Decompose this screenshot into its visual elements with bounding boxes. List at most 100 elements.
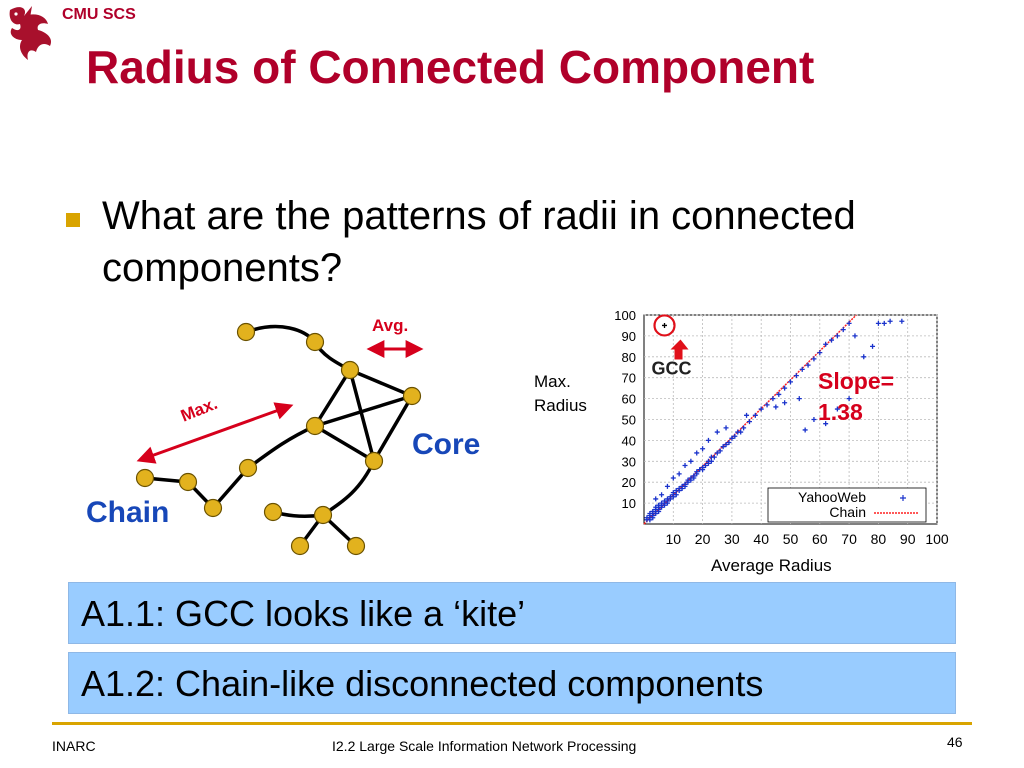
graph-edge xyxy=(313,368,352,428)
chart-point xyxy=(802,427,808,433)
chart-point xyxy=(823,341,829,347)
chart-point xyxy=(700,465,706,471)
header-label: CMU SCS xyxy=(62,6,136,23)
chart-y-tick-label: 60 xyxy=(622,392,636,407)
chart-point xyxy=(746,419,752,425)
chart-point xyxy=(875,320,881,326)
chart-x-tick-label: 20 xyxy=(695,531,711,547)
graph-edge xyxy=(348,368,414,398)
chart-point xyxy=(670,490,676,496)
chart-point xyxy=(805,362,811,368)
graph-node xyxy=(203,498,223,518)
bullet-square-icon xyxy=(66,213,80,227)
chart-point xyxy=(711,454,717,460)
chart-point xyxy=(834,406,840,412)
chart-point xyxy=(670,475,676,481)
chart-x-tick-label: 30 xyxy=(724,531,740,547)
footer-divider xyxy=(52,722,972,725)
chart-gcc-point xyxy=(662,322,668,328)
chart-point xyxy=(811,417,817,422)
graph-node xyxy=(340,360,360,380)
chart-point xyxy=(694,469,700,475)
chart-point xyxy=(708,458,714,464)
chart-point xyxy=(744,412,750,418)
chart-point xyxy=(782,385,788,391)
chart-x-tick-label: 70 xyxy=(841,531,857,547)
chart-point xyxy=(694,450,700,456)
chart-y-tick-label: 30 xyxy=(622,454,636,469)
chart-x-tick-label: 60 xyxy=(812,531,828,547)
graph-edge xyxy=(321,459,376,517)
chart-point xyxy=(688,458,694,464)
kite-graph-diagram xyxy=(135,322,424,556)
chart-point xyxy=(682,462,688,468)
chart-y-axis-label: Max. Radius xyxy=(534,372,587,415)
chart-point xyxy=(703,462,709,468)
chart-slope-label: Slope= xyxy=(818,368,894,394)
chart-point xyxy=(861,354,867,360)
chart-point xyxy=(723,425,729,431)
chart-slope-label: 1.38 xyxy=(818,399,863,425)
chart-point xyxy=(653,496,659,502)
chart-point xyxy=(720,444,726,450)
chart-gcc-circle xyxy=(653,314,676,337)
graph-node xyxy=(135,468,155,488)
chart-point xyxy=(870,343,876,349)
chart-point xyxy=(741,425,747,431)
max-arrow xyxy=(136,402,294,464)
chart-point xyxy=(799,366,805,372)
chart-point xyxy=(881,320,887,326)
graph-node xyxy=(305,332,325,352)
chart-point xyxy=(691,473,697,479)
graph-edge xyxy=(313,394,414,428)
answer-box-1: A1.1: GCC looks like a ‘kite’ xyxy=(68,582,956,644)
chart-point xyxy=(887,318,893,324)
core-label: Core xyxy=(412,428,481,461)
chart-x-tick-label: 10 xyxy=(666,531,682,547)
chart-point xyxy=(773,404,779,410)
graph-edge xyxy=(244,324,317,344)
chart-legend-marker xyxy=(900,495,906,501)
chart-point xyxy=(834,333,840,339)
chart-y-tick-label: 100 xyxy=(614,308,636,323)
chart-point xyxy=(659,492,665,498)
graph-edge xyxy=(372,394,414,463)
chart-point xyxy=(758,406,764,412)
dragon-logo xyxy=(9,6,52,61)
chart-y-tick-label: 10 xyxy=(622,496,636,511)
graph-node xyxy=(236,322,256,342)
chart-point xyxy=(729,435,735,441)
chart-point xyxy=(899,318,905,324)
chart-gcc-arrow xyxy=(670,339,689,360)
graph-node xyxy=(305,416,325,436)
footer-left-text: INARC xyxy=(52,738,96,754)
graph-node xyxy=(364,451,384,471)
chart-x-tick-label: 40 xyxy=(753,531,769,547)
chart-point xyxy=(776,391,782,397)
chart-point xyxy=(796,396,802,402)
chart-point xyxy=(817,350,823,356)
chart-point xyxy=(700,446,706,452)
chart-y-tick-label: 20 xyxy=(622,475,636,490)
footer-center-text: I2.2 Large Scale Information Network Pro… xyxy=(332,738,637,754)
chain-label: Chain xyxy=(86,496,170,529)
chart-point xyxy=(793,373,799,379)
chart-y-tick-label: 50 xyxy=(622,413,636,428)
chart-point xyxy=(811,356,817,362)
chart-point xyxy=(782,400,788,406)
chart-point xyxy=(717,448,723,454)
chart-point xyxy=(664,483,670,489)
chart-point xyxy=(752,412,758,418)
chart-gcc-label: GCC xyxy=(652,358,692,378)
chart-legend-label: YahooWeb xyxy=(798,489,866,505)
chart-x-tick-label: 50 xyxy=(783,531,799,547)
chart-y-tick-label: 70 xyxy=(622,371,636,386)
chart-point xyxy=(714,450,720,456)
graph-node xyxy=(238,458,258,478)
page-number: 46 xyxy=(947,734,963,750)
chart-point xyxy=(829,337,835,343)
chart-point xyxy=(738,429,744,435)
chart-point xyxy=(846,396,852,402)
chart-point xyxy=(788,379,793,385)
